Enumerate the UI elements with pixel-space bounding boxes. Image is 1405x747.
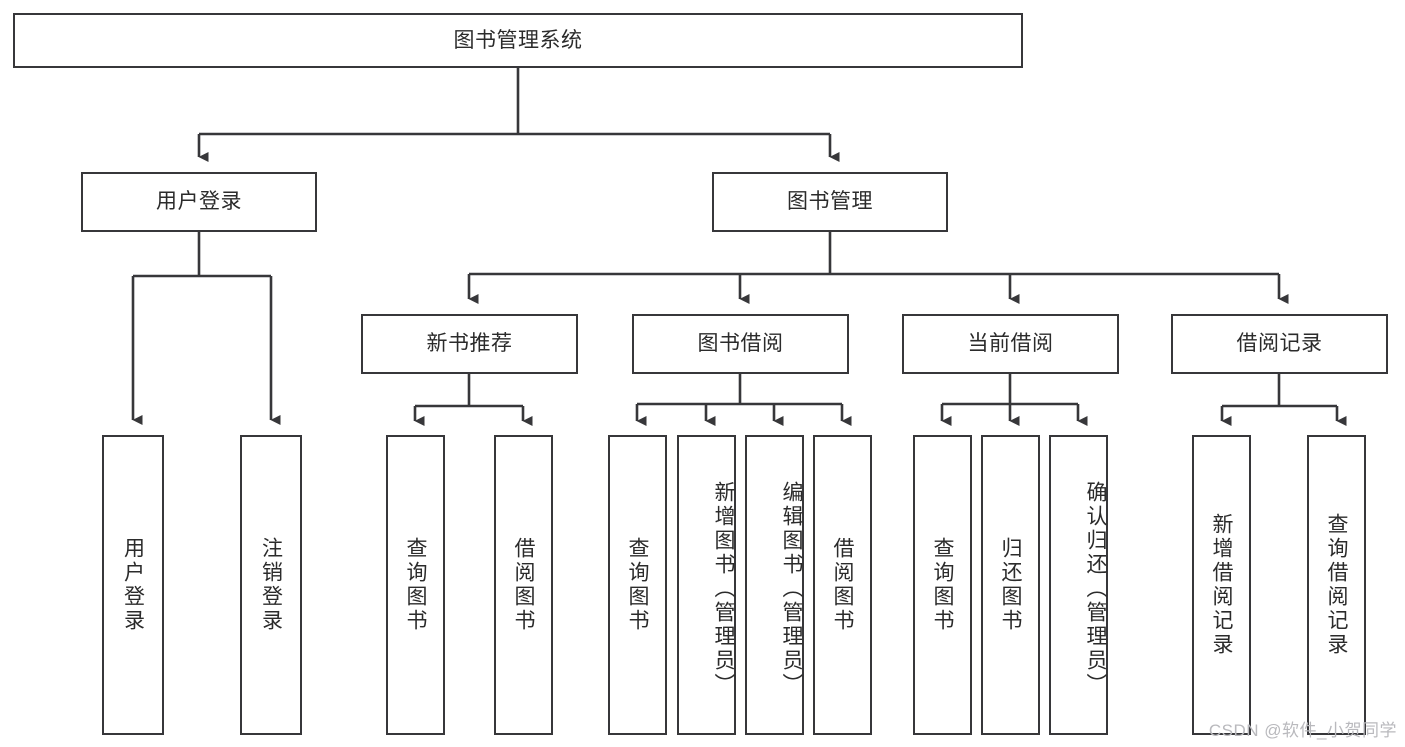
node-leaf-borrow-book[interactable]: 借阅图书	[813, 435, 872, 735]
node-leaf-confirm-return-label: 确认归还（管理员）	[1084, 481, 1107, 697]
node-leaf-user-login-label: 用户登录	[121, 537, 145, 633]
node-book-borrow[interactable]: 图书借阅	[632, 314, 849, 374]
node-leaf-logout-label: 注销登录	[259, 537, 283, 633]
node-leaf-edit-book[interactable]: 编辑图书（管理员）	[745, 435, 804, 735]
node-leaf-edit-book-label: 编辑图书（管理员）	[780, 481, 803, 697]
node-root[interactable]: 图书管理系统	[13, 13, 1023, 68]
node-leaf-borrow-book-label: 借阅图书	[831, 537, 854, 633]
node-root-label: 图书管理系统	[453, 28, 583, 52]
node-user-login[interactable]: 用户登录	[81, 172, 317, 232]
node-leaf-borrow-query-book-label: 查询图书	[626, 537, 649, 633]
node-leaf-confirm-return[interactable]: 确认归还（管理员）	[1049, 435, 1108, 735]
node-leaf-add-record-label: 新增借阅记录	[1210, 513, 1233, 657]
node-book-manage[interactable]: 图书管理	[712, 172, 948, 232]
node-leaf-cur-query-book[interactable]: 查询图书	[913, 435, 972, 735]
node-leaf-return-book[interactable]: 归还图书	[981, 435, 1040, 735]
node-leaf-rec-query-book[interactable]: 查询图书	[386, 435, 445, 735]
node-borrow-record[interactable]: 借阅记录	[1171, 314, 1388, 374]
node-new-book-rec[interactable]: 新书推荐	[361, 314, 578, 374]
node-leaf-cur-query-book-label: 查询图书	[931, 537, 954, 633]
node-current-borrow[interactable]: 当前借阅	[902, 314, 1119, 374]
node-leaf-return-book-label: 归还图书	[999, 537, 1022, 633]
node-leaf-add-book-label: 新增图书（管理员）	[712, 481, 735, 697]
node-leaf-add-book[interactable]: 新增图书（管理员）	[677, 435, 736, 735]
node-leaf-query-record-label: 查询借阅记录	[1325, 513, 1348, 657]
node-leaf-user-login[interactable]: 用户登录	[102, 435, 164, 735]
node-leaf-rec-borrow-book-label: 借阅图书	[512, 537, 535, 633]
node-leaf-rec-borrow-book[interactable]: 借阅图书	[494, 435, 553, 735]
csdn-watermark: CSDN @软件_小贺同学	[1208, 721, 1397, 740]
node-leaf-query-record[interactable]: 查询借阅记录	[1307, 435, 1366, 735]
node-leaf-logout[interactable]: 注销登录	[240, 435, 302, 735]
node-book-borrow-label: 图书借阅	[697, 332, 784, 356]
node-leaf-borrow-query-book[interactable]: 查询图书	[608, 435, 667, 735]
node-current-borrow-label: 当前借阅	[967, 332, 1054, 356]
node-new-book-rec-label: 新书推荐	[426, 332, 513, 356]
node-leaf-add-record[interactable]: 新增借阅记录	[1192, 435, 1251, 735]
node-book-manage-label: 图书管理	[787, 190, 873, 214]
node-leaf-rec-query-book-label: 查询图书	[404, 537, 427, 633]
node-borrow-record-label: 借阅记录	[1236, 332, 1323, 356]
node-user-login-label: 用户登录	[156, 190, 242, 214]
